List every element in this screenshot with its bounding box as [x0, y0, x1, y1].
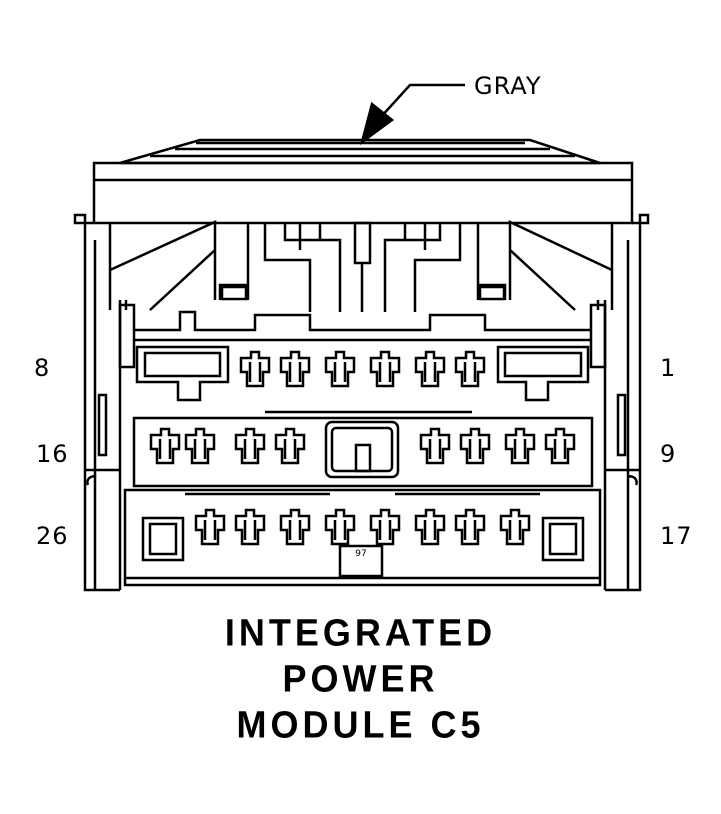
connector-top-cover [119, 138, 601, 165]
pin-cavity [234, 427, 266, 465]
pin-label-1: 1 [660, 354, 677, 382]
connector-title: INTEGRATED POWER MODULE C5 [0, 610, 721, 748]
gray-wire-label: GRAY [474, 72, 542, 100]
pin-cavity [184, 427, 216, 465]
pin-cavity [279, 350, 311, 388]
pin-cavity [459, 427, 491, 465]
pin-label-26: 26 [36, 522, 69, 550]
title-line-3: MODULE C5 [236, 702, 485, 746]
pin-cavity [414, 508, 446, 546]
row2-frame [132, 416, 594, 496]
pin-label-8: 8 [34, 354, 51, 382]
tiny-cavity-label: 97 [355, 549, 366, 559]
pin-cavity [149, 427, 181, 465]
row1-large-cavity-right [496, 345, 590, 402]
pin-label-16: 16 [36, 440, 69, 468]
row1-pin-cavities [239, 350, 486, 388]
pin-cavity [454, 508, 486, 546]
pin-cavity [544, 427, 576, 465]
row2-pin-cavities [149, 427, 576, 465]
pin-cavity [234, 508, 266, 546]
row3-pin-cavities [194, 508, 531, 546]
pin-cavity [419, 427, 451, 465]
pin-label-9: 9 [660, 440, 677, 468]
terminal-face-top-edge [134, 310, 591, 342]
pin-cavity [274, 427, 306, 465]
row1-large-cavity-left [135, 345, 230, 402]
pin-cavity [414, 350, 446, 388]
pin-cavity [324, 508, 356, 546]
pin-cavity [504, 427, 536, 465]
pin-cavity [239, 350, 271, 388]
pin-cavity [194, 508, 226, 546]
pin-label-17: 17 [660, 522, 693, 550]
pin-cavity [279, 508, 311, 546]
gray-callout-leader [359, 83, 465, 146]
left-side-wall [73, 213, 136, 592]
title-line-1: INTEGRATED [224, 610, 497, 654]
title-line-2: POWER [282, 656, 439, 700]
row1-cavities [135, 345, 590, 414]
right-side-wall [589, 213, 650, 592]
pin-cavity [454, 350, 486, 388]
pin-cavity [324, 350, 356, 388]
center-latch [218, 221, 507, 312]
pin-cavity [499, 508, 531, 546]
housing-struts [109, 220, 613, 311]
pin-cavity [369, 508, 401, 546]
row3-frame [123, 488, 602, 587]
pin-cavity [369, 350, 401, 388]
